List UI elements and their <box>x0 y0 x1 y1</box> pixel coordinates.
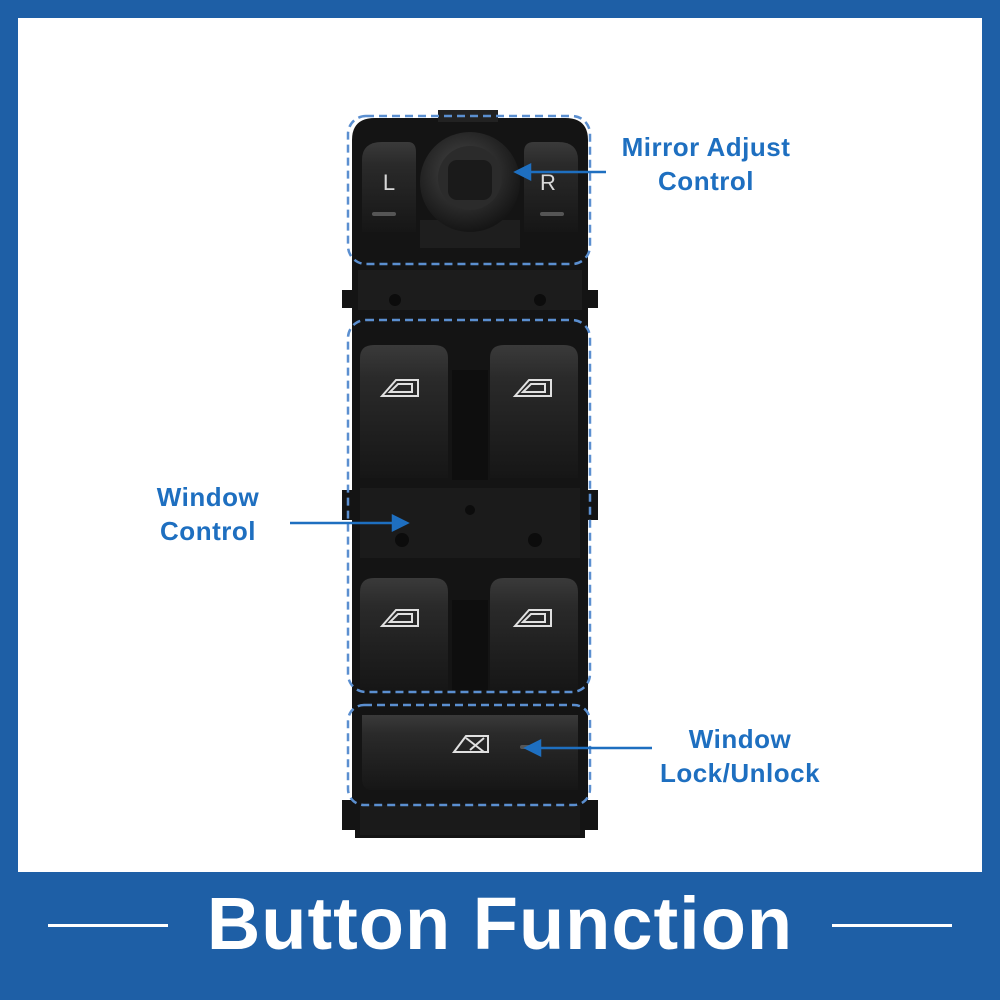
window-button-front-right <box>490 345 578 478</box>
window-button-front-left <box>360 345 448 478</box>
window-callout-line2: Control <box>160 516 256 546</box>
highlight-outlines <box>346 114 592 807</box>
banner-title: Button Function <box>206 882 794 965</box>
lock-callout-line2: Lock/Unlock <box>659 758 821 788</box>
window-icon <box>512 609 552 627</box>
window-icon <box>379 379 419 397</box>
window-lock-callout: Window Lock/Unlock <box>640 722 840 790</box>
window-button-rear-left <box>360 578 448 690</box>
window-control-callout: Window Control <box>118 480 298 548</box>
mirror-right-label: R <box>540 170 556 195</box>
window-button-rear-right <box>490 578 578 690</box>
window-callout-line1: Window <box>156 482 260 512</box>
window-icon <box>379 609 419 627</box>
callout-arrows <box>290 162 652 758</box>
window-lock-icon <box>452 735 489 753</box>
mirror-left-label: L <box>383 170 395 195</box>
title-banner: Button Function <box>18 872 982 982</box>
window-icon <box>512 379 552 397</box>
mirror-adjust-callout: Mirror Adjust Control <box>606 130 806 198</box>
banner-rule-right <box>832 924 952 927</box>
banner-rule-left <box>48 924 168 927</box>
mirror-callout-line2: Control <box>658 166 754 196</box>
lock-callout-line1: Window <box>688 724 792 754</box>
mirror-adjust-assembly: L R <box>362 132 578 248</box>
mirror-callout-line1: Mirror Adjust <box>621 132 791 162</box>
window-lock-button <box>362 715 578 790</box>
